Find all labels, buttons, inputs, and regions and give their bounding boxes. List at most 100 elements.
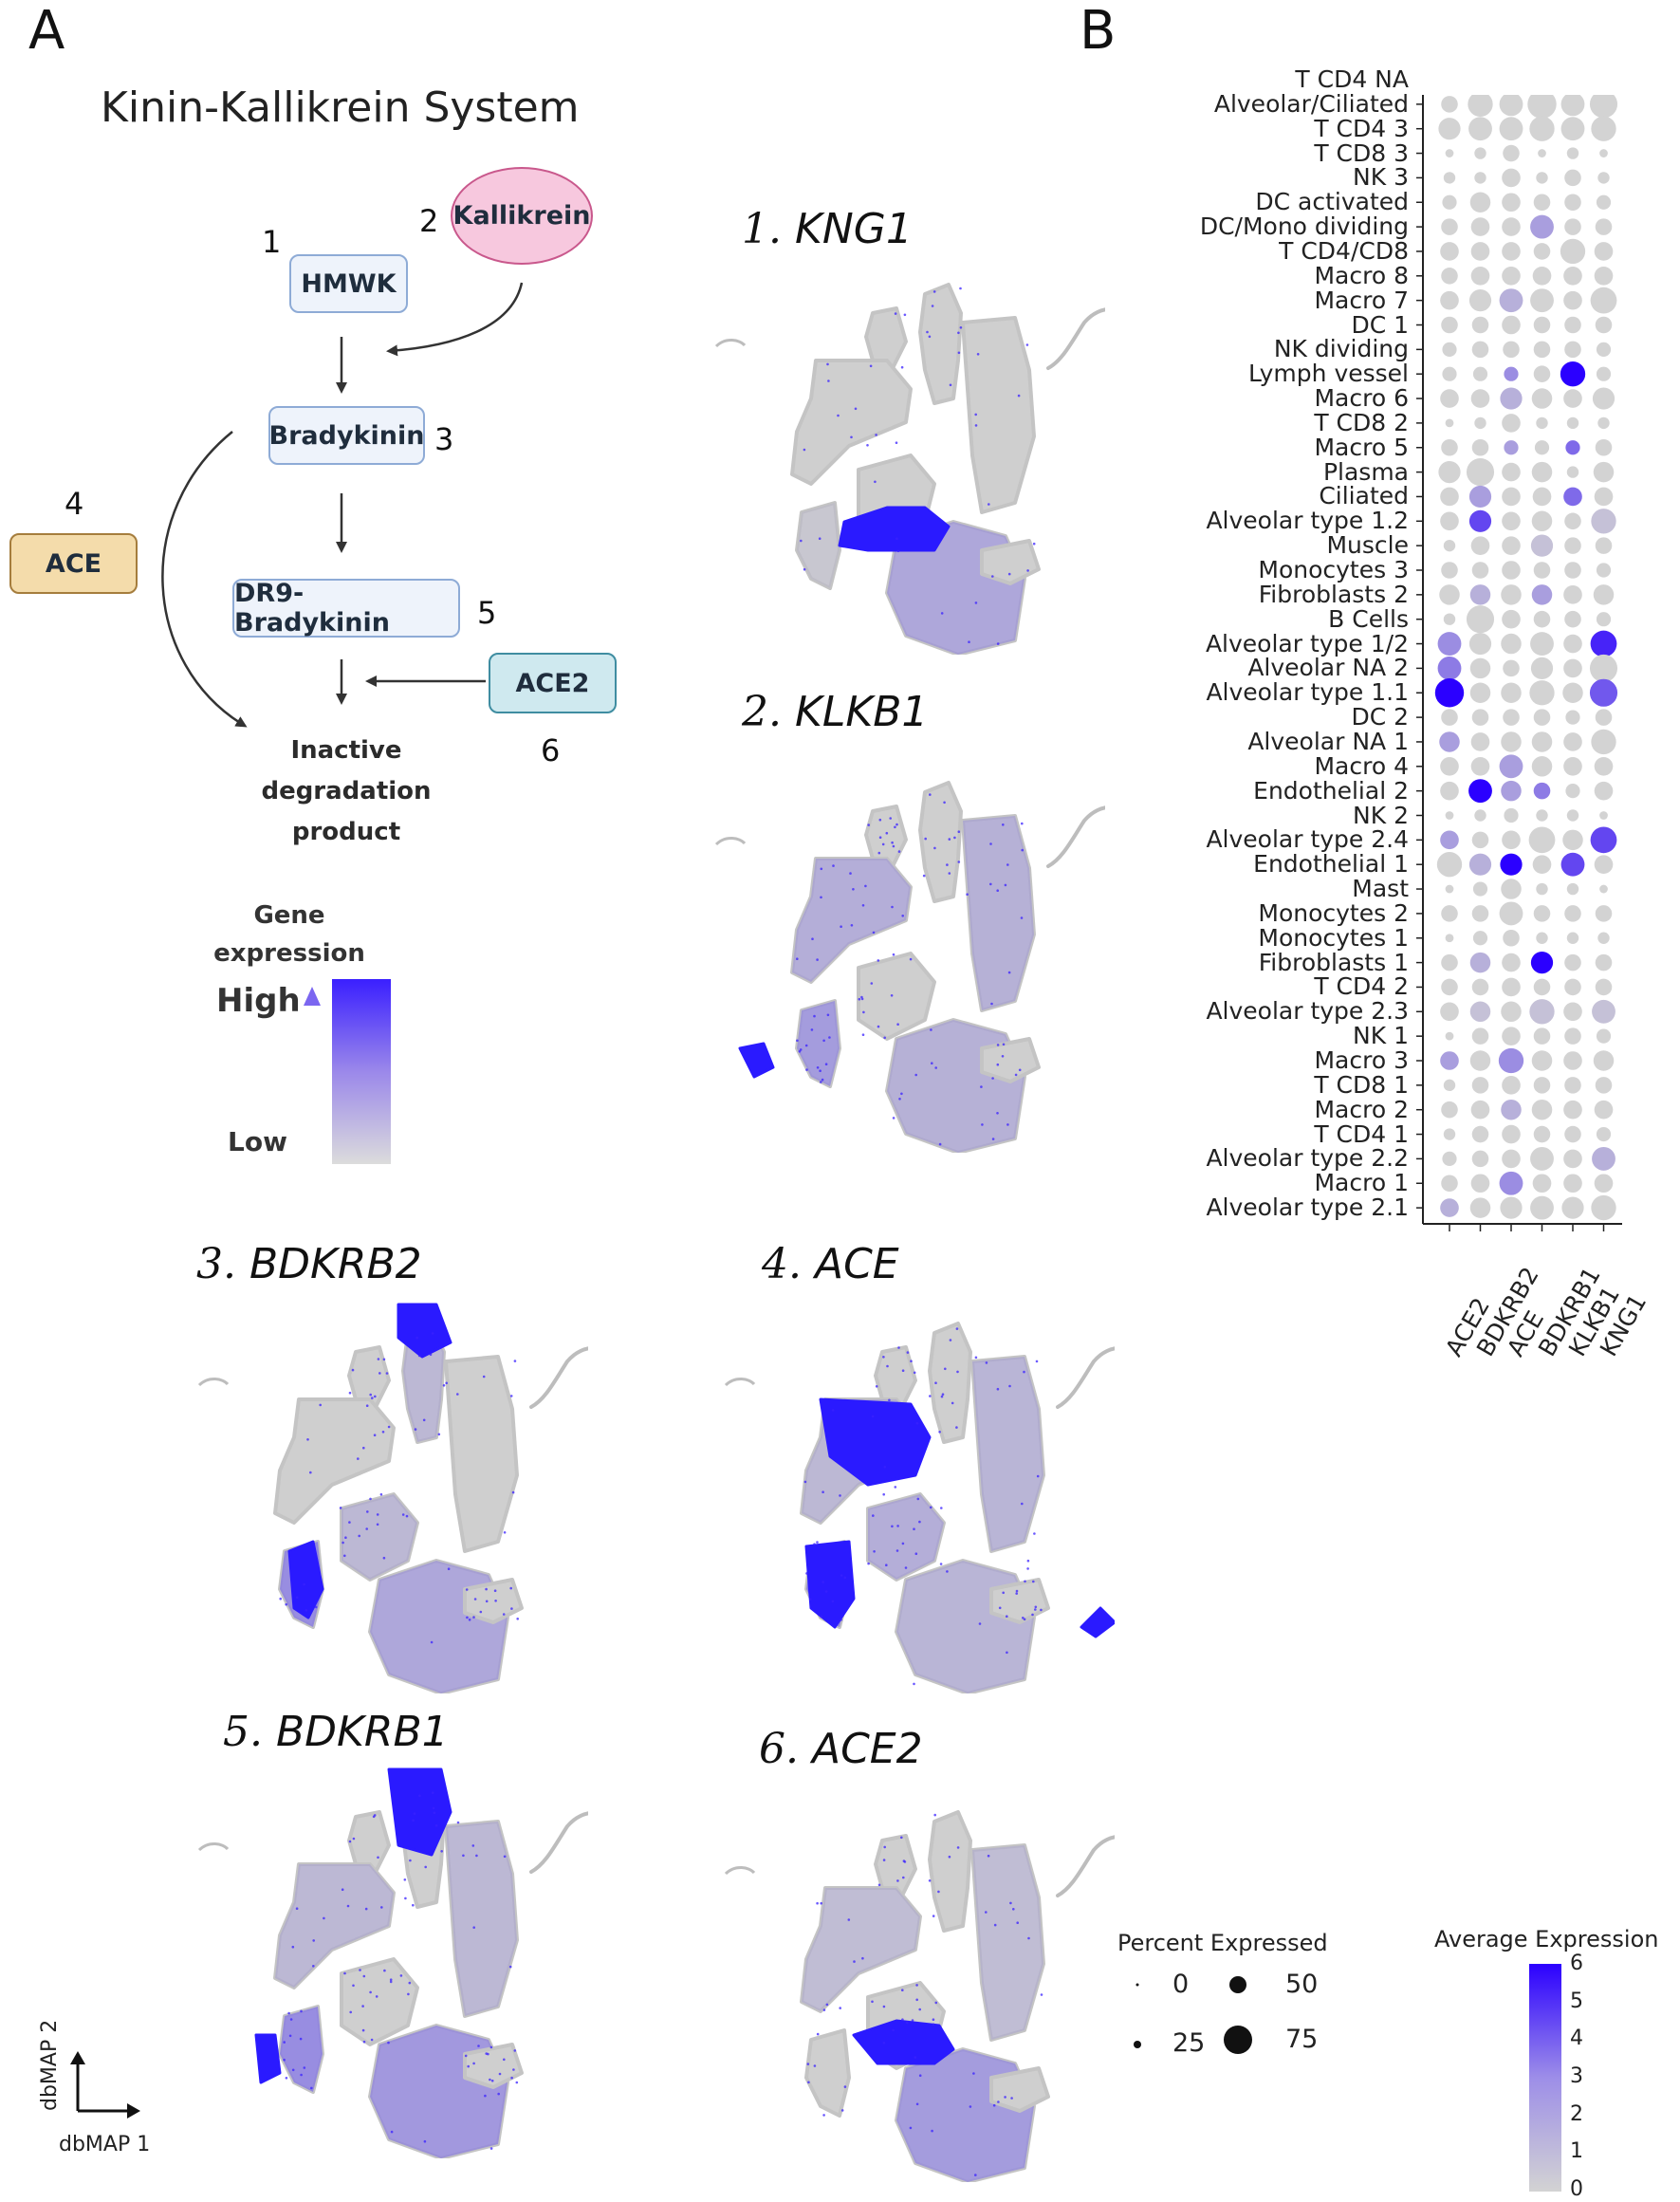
umap-cell [805,1068,808,1071]
dot [1499,1171,1523,1195]
dot [1566,932,1579,944]
dot [1530,1146,1554,1171]
umap-cell [371,1397,374,1399]
umap-cluster-small-mid [980,1037,1041,1083]
dot [1591,1194,1616,1221]
umap-cell [369,1990,372,1994]
dot [1594,266,1614,286]
umap-cell [866,444,869,447]
umap-cell [464,2054,468,2058]
umap-cell [941,1393,945,1396]
umap-cell [878,836,882,839]
umap-cell [875,434,877,436]
dot [1440,1051,1459,1070]
umap-cell [847,1918,851,1921]
umap-cell [803,567,806,571]
umap-cell [810,1028,814,1031]
dot [1591,729,1616,755]
dot [1502,953,1521,972]
umap-cell [1001,1055,1005,1058]
umap-cell [932,290,936,293]
umap-cell [930,1028,932,1031]
dot [1441,218,1458,235]
dbmap-x-label: dbMAP 1 [59,2133,151,2156]
umap-cell [843,2085,847,2088]
colorbar [1529,1964,1561,2192]
umap-cell [1033,1532,1036,1535]
umap-cluster-small-mid [463,2043,524,2089]
umap-cell [1017,394,1021,398]
dot [1441,1175,1458,1193]
umap-cell [409,1859,412,1862]
dot [1503,659,1520,677]
umap-cell [412,1903,415,1907]
row-label: Ciliated [1319,482,1409,510]
umap-cell [339,1507,342,1509]
dot [1533,1077,1551,1094]
dot [1599,149,1608,157]
umap-cell [295,1596,299,1600]
row-label: Alveolar type 2.2 [1206,1144,1409,1173]
dot [1501,1001,1522,1023]
dot [1565,784,1580,799]
umap-cell [895,537,898,540]
umap-cell [867,1562,870,1565]
umap-cell [948,838,951,841]
umap-cluster-upper-right-cluster [928,1322,972,1444]
umap-cell [989,882,992,886]
dot [1564,194,1581,212]
umap-high-region [397,1303,452,1359]
umap-cell [896,1023,899,1026]
umap-cell [839,2007,841,2009]
umap-cell [837,414,840,417]
umap-cell [831,1600,835,1603]
row-label: T CD8 1 [1314,1070,1409,1099]
dot [1443,539,1456,552]
umap-cell [949,383,952,387]
dot [1474,809,1486,822]
umap-cell [895,1549,899,1552]
umap-plot-kng1 [714,283,1105,655]
umap-cell [918,1520,921,1524]
umap-cell [813,2064,817,2067]
umap-cell [820,1615,822,1619]
umap-cell [503,1855,507,1859]
umap-cell [1024,1580,1026,1583]
row-label: Alveolar type 2.3 [1206,997,1409,1026]
umap-cell [883,1845,886,1849]
umap-expression-left-hook [797,1001,840,1086]
umap-cell [896,1879,899,1882]
umap-cell [900,1092,903,1096]
umap-cell [804,1044,808,1047]
umap-cluster-center-blob [340,1957,419,2046]
umap-cell [934,2001,938,2005]
umap-cell [306,1438,309,1441]
umap-cell [989,842,992,845]
dbmap-axes-arrows [70,2051,140,2119]
umap-cell [314,1605,318,1609]
dot [1502,1076,1521,1095]
umap-cell [813,1014,816,1018]
umap-cell [366,1510,369,1513]
umap-cell [882,1492,885,1496]
dot [1563,487,1582,507]
umap-cell [946,1570,949,1573]
umap-cell [283,2058,286,2062]
umap-cell [348,1391,352,1395]
row-label: NK 1 [1353,1022,1409,1050]
row-label: Alveolar type 1/2 [1205,629,1409,657]
dot [1468,853,1492,876]
umap-cell [862,1010,865,1014]
dot [1499,754,1523,779]
umap-cell [998,1606,1002,1610]
umap-expression-right-column [972,1357,1043,1551]
umap-cell [401,1513,405,1516]
dot [1469,952,1491,973]
dot [1471,316,1489,334]
umap-cluster-left-hook [795,501,841,590]
dot [1440,487,1459,507]
row-label: Lymph vessel [1248,360,1409,388]
umap-cell [482,1375,486,1379]
umap-cell [349,2010,352,2014]
umap-cluster-small-mid [989,2066,1050,2113]
